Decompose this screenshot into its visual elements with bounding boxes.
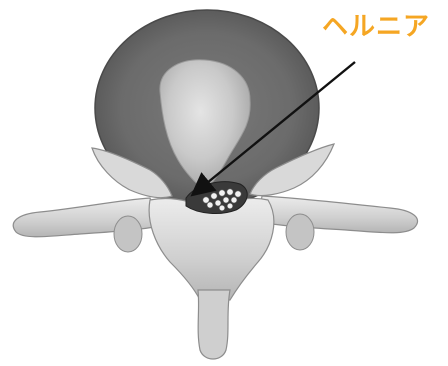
hernia-label: ヘルニア <box>322 14 430 40</box>
right-articular-process <box>286 214 314 250</box>
right-transverse-process <box>258 196 418 233</box>
left-articular-process <box>114 216 142 252</box>
spinous-process <box>198 290 230 359</box>
